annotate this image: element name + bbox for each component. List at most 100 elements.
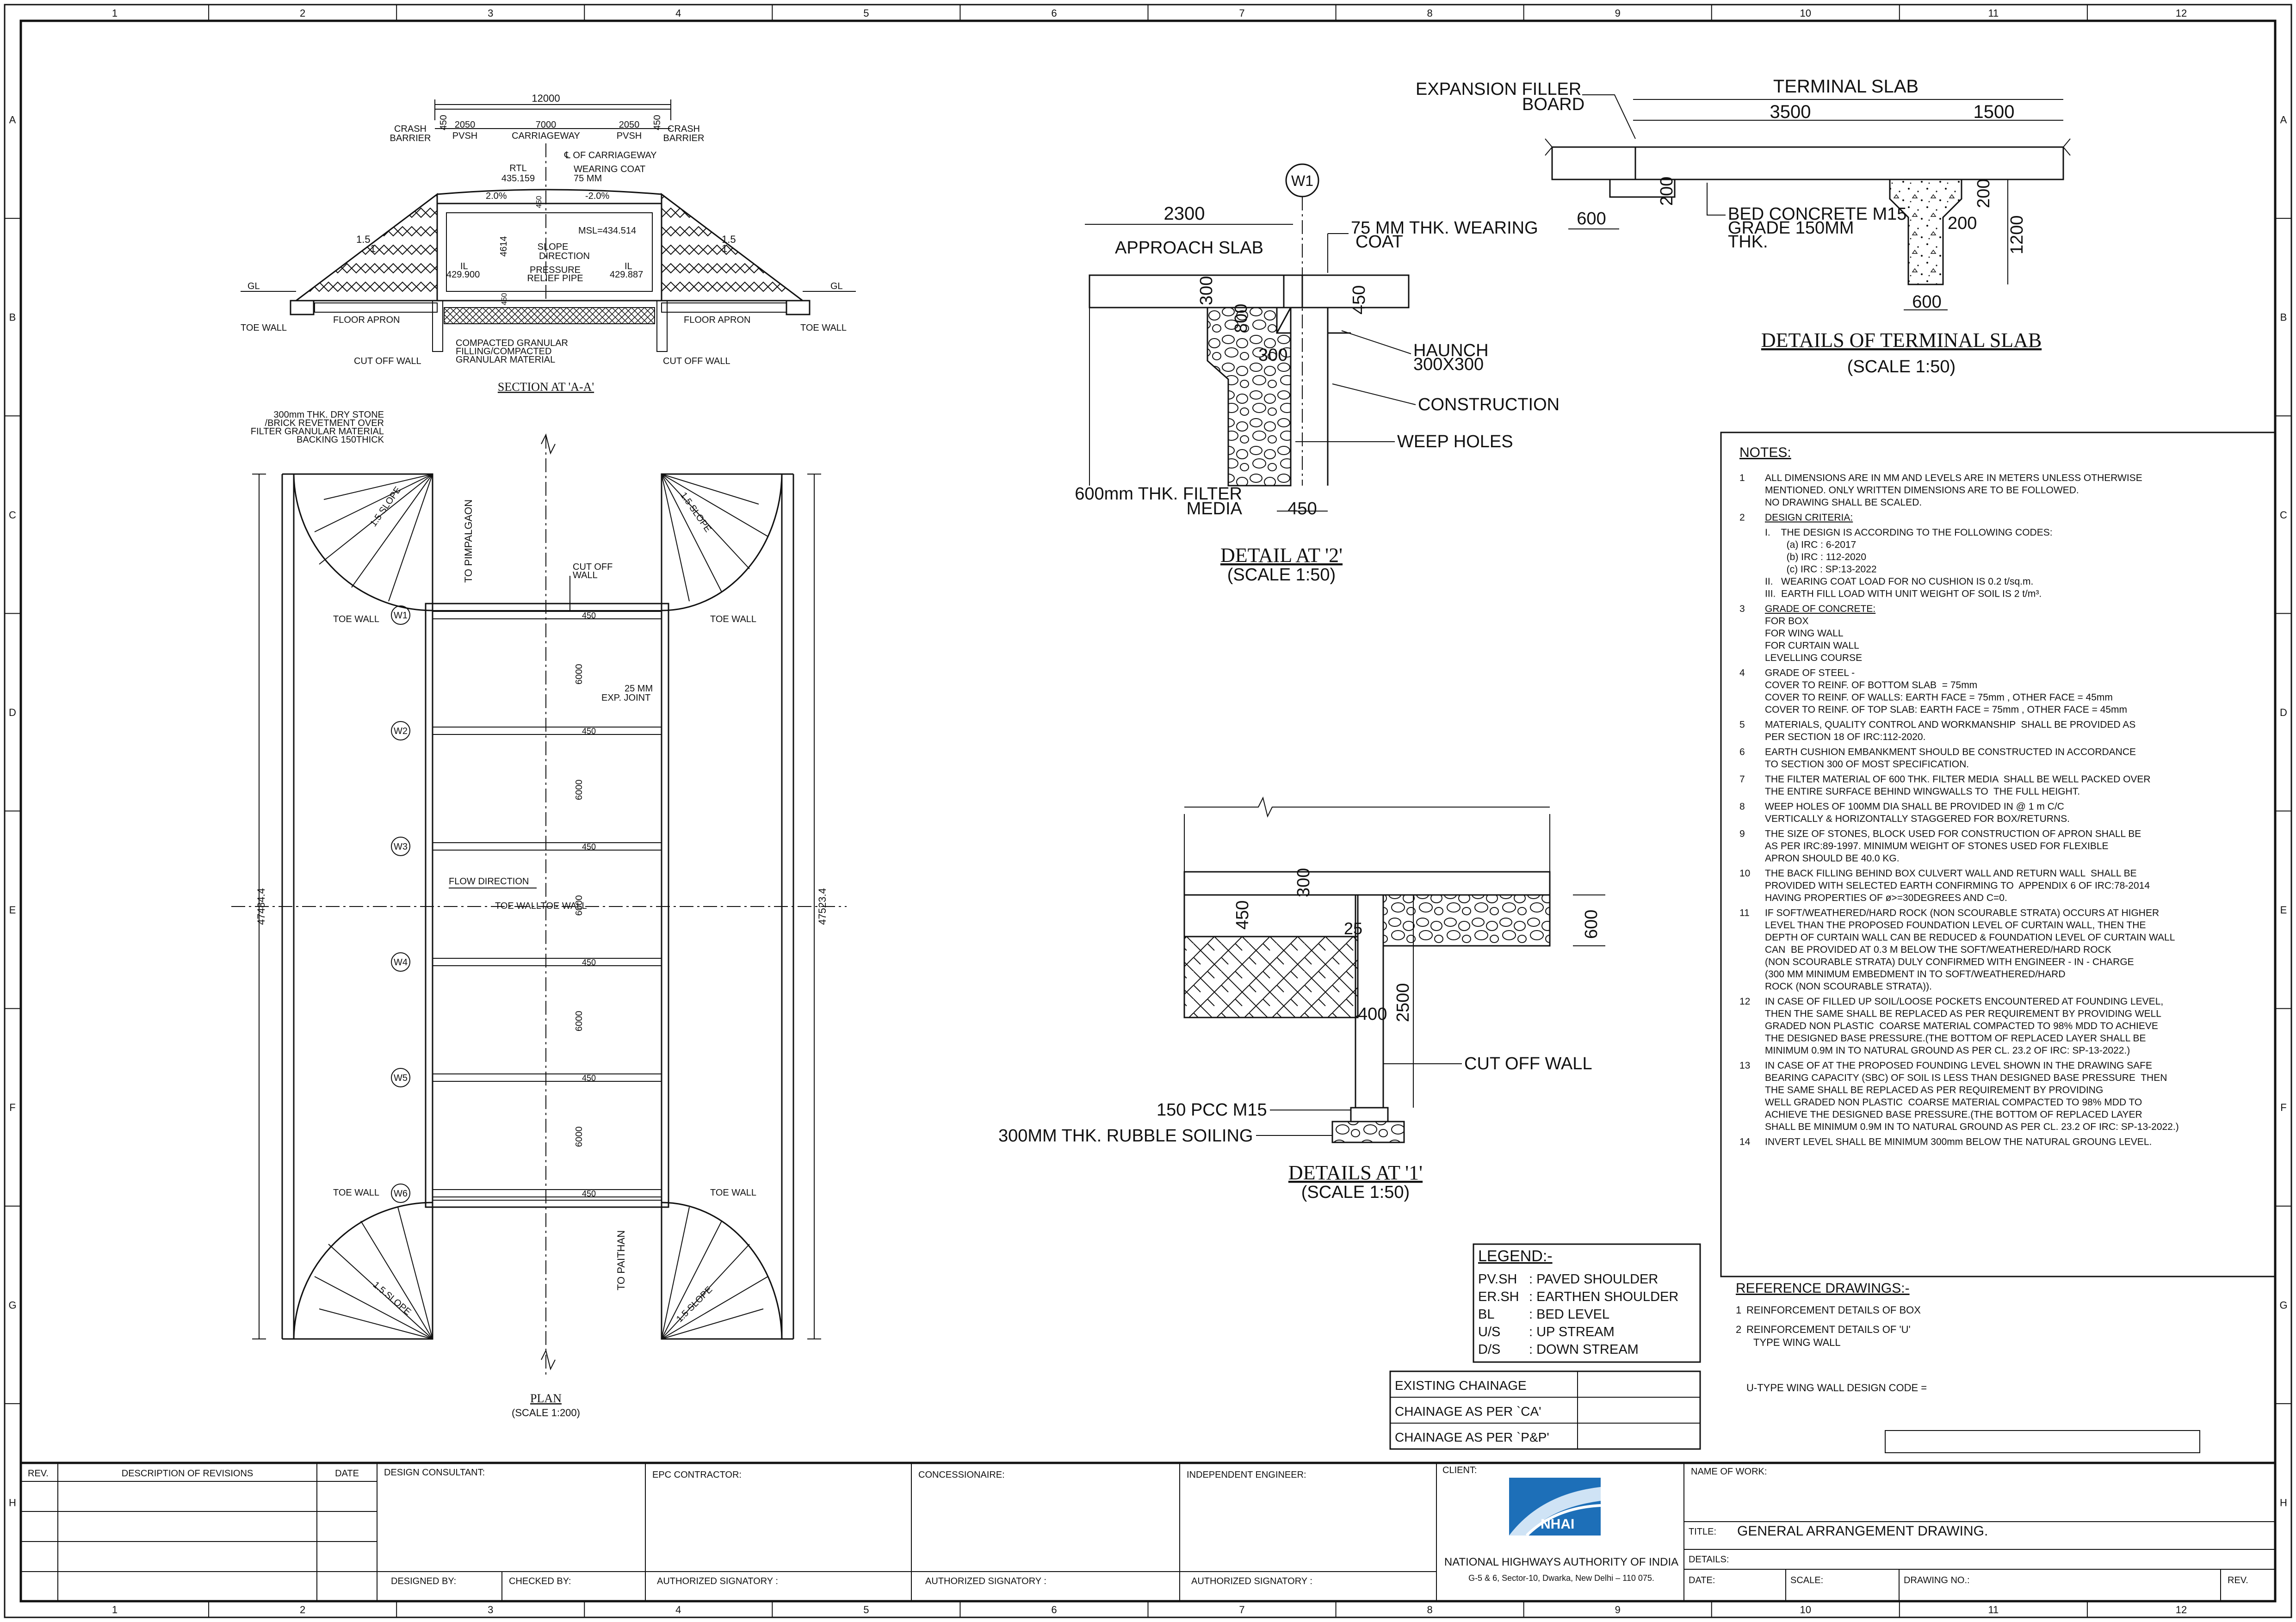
toe-wall-pair: TOE WALLTOE WALL — [495, 901, 587, 911]
dim-450-right: 450 — [652, 115, 662, 130]
plan-view: 300mm THK. DRY STONE/BRICK REVETMENT OVE… — [231, 410, 847, 1418]
grid-col-bottom: 8 — [1427, 1604, 1433, 1616]
title-block: REV. DESCRIPTION OF REVISIONS DATE DESIG… — [21, 1462, 2275, 1601]
grid-row-right: C — [2280, 509, 2287, 521]
wall-thk-label: 450 — [582, 1073, 596, 1083]
note-line: FOR CURTAIN WALL — [1765, 641, 1859, 651]
pcc-label: 150 PCC M15 — [1157, 1100, 1267, 1120]
grid-col-top: 11 — [1988, 7, 1999, 19]
chainage-ca: CHAINAGE AS PER `CA' — [1395, 1404, 1541, 1418]
detail-2-scale: (SCALE 1:50) — [1227, 565, 1336, 585]
note-line: THEN THE SAME SHALL BE REPLACED AS PER R… — [1765, 1009, 2161, 1019]
slope-label-bl: 1.5 SLOPE — [371, 1280, 413, 1317]
nhai-logo: NHAI — [1509, 1478, 1601, 1537]
wall-marker — [391, 721, 410, 740]
ratio-left: 1.51 — [356, 234, 376, 254]
detail-2: W1 2300 APPROACH SLAB 75 MM THK. WEARING… — [1075, 163, 1560, 585]
section-aa-title: SECTION AT 'A-A' — [498, 380, 594, 394]
legend-key: U/S — [1478, 1325, 1500, 1339]
ref-line: REINFORCEMENT DETAILS OF BOX — [1746, 1304, 1921, 1316]
detail-1-scale: (SCALE 1:50) — [1301, 1183, 1410, 1202]
note-line: GRADED NON PLASTIC COARSE MATERIAL COMPA… — [1765, 1021, 2158, 1031]
slope-label-br: 1.5 SLOPE — [675, 1284, 714, 1324]
authorized-1: AUTHORIZED SIGNATORY : — [657, 1576, 778, 1586]
revetment-note: 300mm THK. DRY STONE/BRICK REVETMENT OVE… — [251, 410, 384, 445]
d1-2500: 2500 — [1393, 983, 1413, 1022]
note-line: GRADE OF STEEL - — [1765, 668, 1855, 678]
notes-heading: NOTES: — [1739, 445, 1791, 460]
note-number: 1 — [1739, 473, 1745, 483]
grid-row-right: A — [2280, 114, 2287, 126]
note-line: (a) IRC : 6-2017 — [1765, 540, 1856, 550]
wall-thk-label: 450 — [582, 1189, 596, 1198]
nhai-address: G-5 & 6, Sector-10, Dwarka, New Delhi – … — [1468, 1573, 1654, 1583]
authorized-3: AUTHORIZED SIGNATORY : — [1191, 1576, 1312, 1586]
grid-row-left: C — [9, 509, 16, 521]
ref-number: 1 — [1736, 1304, 1741, 1316]
d-200a: 200 — [1657, 177, 1677, 206]
scale-label: SCALE: — [1790, 1575, 1823, 1585]
wall-marker-label: W1 — [394, 611, 408, 621]
terminal-slab-top: TERMINAL SLAB — [1773, 76, 1918, 97]
note-number: 12 — [1739, 996, 1750, 1007]
grid-row-right: F — [2280, 1102, 2286, 1113]
date-label: DATE: — [1689, 1575, 1715, 1585]
note-line: CAN BE PROVIDED AT 0.3 M BELOW THE SOFT/… — [1765, 944, 2111, 955]
detail-1: 300 450 25 600 400 2500 CUT OFF WALL 150… — [998, 796, 1605, 1202]
details-label: DETAILS: — [1689, 1554, 1729, 1565]
d2-300a: 300 — [1197, 276, 1216, 305]
note-line: LEVELLING COURSE — [1765, 653, 1862, 663]
grid-col-bottom: 4 — [675, 1604, 681, 1616]
d2-800: 800 — [1232, 304, 1251, 333]
pvsh-right: PVSH — [617, 131, 642, 141]
rev-header: REV. — [28, 1468, 49, 1479]
panel-length: 6000 — [574, 780, 584, 801]
toe-wall-br: TOE WALL — [710, 1188, 756, 1198]
wall-thk-label: 450 — [582, 958, 596, 967]
note-number: 13 — [1739, 1061, 1750, 1071]
note-number: 14 — [1739, 1137, 1751, 1147]
note-number: 7 — [1739, 774, 1745, 785]
note-line: MENTIONED. ONLY WRITTEN DIMENSIONS ARE T… — [1765, 485, 2079, 496]
d1-300: 300 — [1294, 868, 1313, 897]
svg-text:NHAI: NHAI — [1541, 1517, 1574, 1532]
grid-row-right: D — [2280, 707, 2287, 718]
name-of-work: NAME OF WORK: — [1691, 1467, 1767, 1477]
design-consultant: DESIGN CONSULTANT: — [384, 1468, 485, 1478]
note-line: HAVING PROPERTIES OF ø>=30DEGREES AND C=… — [1765, 893, 2007, 903]
note-line: AS PER IRC:89-1997. MINIMUM WEIGHT OF ST… — [1765, 841, 2109, 851]
dim-7000: 7000 — [536, 120, 557, 130]
drawing-title: GENERAL ARRANGEMENT DRAWING. — [1737, 1523, 1988, 1539]
grid-row-left: G — [8, 1299, 16, 1311]
chainage-table: EXISTING CHAINAGE CHAINAGE AS PER `CA' C… — [1389, 1370, 1701, 1450]
note-number: 3 — [1739, 604, 1745, 614]
grid-col-top: 2 — [300, 7, 305, 19]
wall-marker — [391, 605, 410, 625]
dim-450-left: 450 — [439, 115, 449, 130]
legend-value: : EARTHEN SHOULDER — [1529, 1289, 1678, 1304]
dim-2050-right: 2050 — [619, 120, 640, 130]
panel-length: 6000 — [574, 1011, 584, 1032]
note-line: COVER TO REINF. OF BOTTOM SLAB = 75mm — [1765, 680, 1977, 691]
dim-2300: 2300 — [1164, 204, 1205, 224]
date-header: DATE — [335, 1468, 359, 1479]
total-width-dim: 12000 — [532, 93, 560, 104]
slope-hatch-lines — [314, 474, 768, 1339]
grid-col-bottom: 3 — [488, 1604, 493, 1616]
gl-right: GL — [830, 281, 843, 291]
height-dim: 4614 — [499, 236, 509, 257]
d1-450: 450 — [1233, 900, 1252, 930]
note-line: WELL GRADED NON PLASTIC COARSE MATERIAL … — [1765, 1097, 2142, 1108]
granular-fill — [444, 307, 655, 324]
